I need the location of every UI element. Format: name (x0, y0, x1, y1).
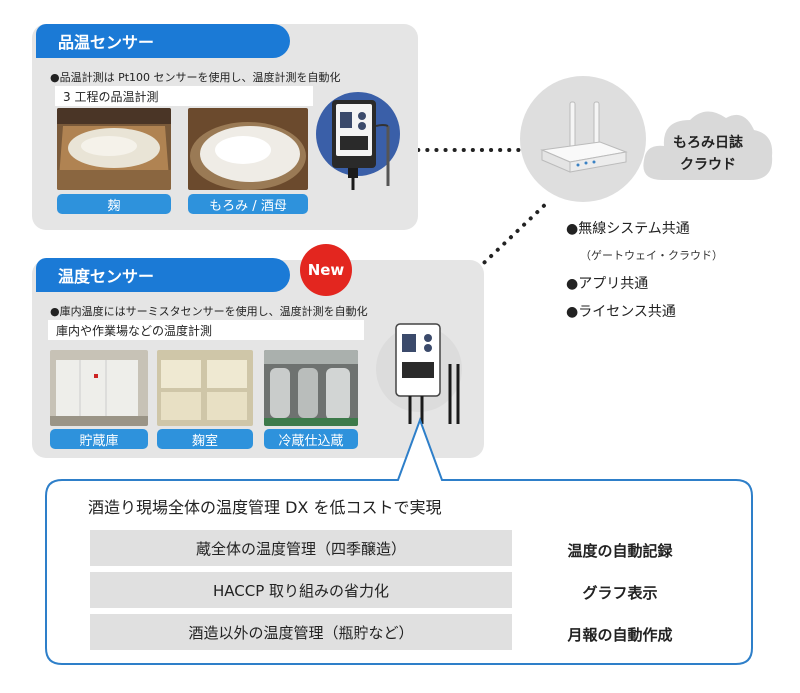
cloud-line1: もろみ日誌 (673, 135, 743, 151)
row-right-2: グラフ表示 (582, 584, 658, 602)
cloud-service-label: もろみ日誌 クラウド (648, 132, 768, 176)
ambient-temperature-bar: 庫内や作業場などの温度計測 (48, 320, 364, 340)
feature-app-common: ●アプリ共通 (566, 276, 649, 292)
gateway-router-icon (540, 101, 628, 173)
feature-wireless-common: ●無線システム共通 (566, 221, 690, 237)
label-refrigerated-brewery: 冷蔵仕込蔵 (264, 429, 358, 449)
cloud-icon (643, 111, 773, 180)
row-left-1: 蔵全体の温度管理（四季醸造） (90, 530, 512, 566)
row-left-2: HACCP 取り組みの省力化 (90, 572, 512, 608)
feature-wireless-sub: （ゲートウェイ・クラウド） (580, 249, 723, 262)
gateway-backdrop (520, 76, 646, 202)
koji-room-photo (157, 350, 253, 426)
refrigerated-brewery-photo (264, 350, 358, 426)
pt100-sensor-device-icon (332, 100, 390, 190)
row-right-1: 温度の自動記録 (567, 542, 673, 560)
callout-title: 酒造り現場全体の温度管理 DX を低コストで実現 (88, 498, 442, 517)
feature-license-common: ●ライセンス共通 (566, 304, 676, 320)
ambient-temperature-sensor-title: 温度センサー (36, 258, 290, 292)
product-temperature-note: ●品温計測は Pt100 センサーを使用し、温度計測を自動化 (50, 71, 341, 84)
label-koji-room: 麹室 (157, 429, 253, 449)
thermistor-sensor-device-icon (395, 323, 460, 424)
label-moromi-shubo: もろみ / 酒母 (188, 194, 308, 214)
ambient-temperature-note: ●庫内温度にはサーミスタセンサーを使用し、温度計測を自動化 (50, 305, 368, 318)
label-koji: 麹 (57, 194, 171, 214)
storage-room-photo (50, 350, 148, 426)
new-badge: New (300, 244, 352, 296)
row-right-3: 月報の自動作成 (567, 626, 673, 644)
cloud-line2: クラウド (680, 157, 736, 173)
label-storage: 貯蔵庫 (50, 429, 148, 449)
row-left-3: 酒造以外の温度管理（瓶貯など） (90, 614, 512, 650)
koji-photo (57, 108, 171, 190)
product-temperature-bar: 3 工程の品温計測 (55, 86, 313, 106)
moromi-photo (188, 108, 308, 190)
product-temperature-sensor-title: 品温センサー (36, 24, 290, 58)
